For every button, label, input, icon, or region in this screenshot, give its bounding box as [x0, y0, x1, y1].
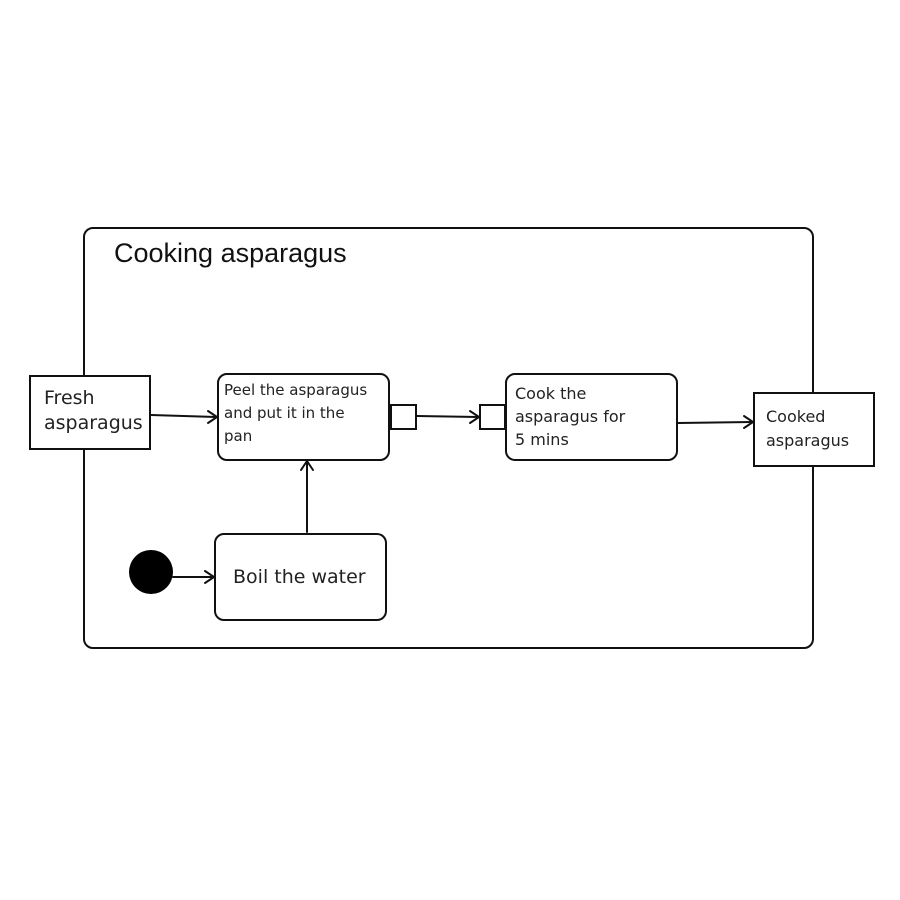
action-label: Boil the water	[233, 566, 366, 588]
object-node-fresh-asparagus[interactable]: Fresh asparagus	[29, 375, 151, 450]
edge-pin-to-pin[interactable]	[416, 410, 480, 424]
edge-initial-to-boil[interactable]	[172, 570, 215, 584]
diagram-title: Cooking asparagus	[114, 238, 347, 268]
object-node-label: Fresh asparagus	[44, 387, 143, 434]
input-pin[interactable]	[479, 404, 506, 430]
activity-frame	[83, 227, 814, 649]
action-label: Peel the asparagus and put it in the pan	[224, 381, 368, 445]
action-cook-asparagus[interactable]: Cook the asparagus for 5 mins	[505, 373, 678, 461]
edge-boil-to-peel[interactable]	[300, 460, 314, 533]
edge-fresh-to-peel[interactable]	[150, 410, 218, 424]
object-node-cooked-asparagus[interactable]: Cooked asparagus	[753, 392, 875, 467]
action-label: Cook the asparagus for 5 mins	[515, 384, 626, 449]
initial-node[interactable]	[129, 550, 173, 594]
edge-cook-to-cooked[interactable]	[677, 415, 754, 429]
output-pin[interactable]	[390, 404, 417, 430]
object-node-label: Cooked asparagus	[766, 407, 850, 450]
action-peel-asparagus[interactable]: Peel the asparagus and put it in the pan	[217, 373, 390, 461]
action-boil-water[interactable]: Boil the water	[214, 533, 387, 621]
